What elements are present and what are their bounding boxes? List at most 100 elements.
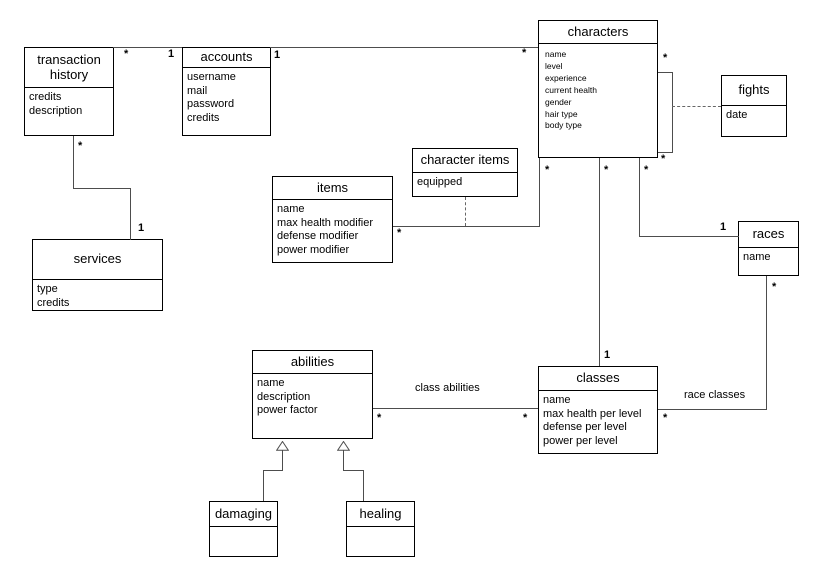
connector-segment-3: [73, 188, 131, 189]
dashed-connector-0: [465, 197, 466, 226]
attribute-abilities-2: power factor: [257, 404, 318, 416]
multiplicity-label-12: *: [663, 52, 668, 64]
connector-segment-17: [263, 470, 283, 471]
attribute-transaction-history-0: credits: [29, 91, 62, 103]
multiplicity-label-16: *: [377, 412, 382, 424]
connector-segment-10: [658, 72, 673, 73]
attribute-characters-0: name: [545, 49, 567, 59]
entity-title-transaction-history: transaction history: [25, 48, 113, 88]
entity-attributes-fights: date: [722, 106, 786, 123]
multiplicity-label-8: *: [604, 164, 609, 176]
attribute-accounts-0: username: [187, 71, 236, 83]
entity-healing[interactable]: healing: [346, 501, 415, 557]
multiplicity-label-5: 1: [138, 222, 145, 234]
entity-attributes-character-items: equipped: [413, 173, 517, 190]
multiplicity-label-7: *: [397, 227, 402, 239]
entity-title-characters: characters: [539, 21, 657, 44]
connector-segment-18: [263, 470, 264, 501]
entity-title-fights: fights: [722, 76, 786, 106]
multiplicity-label-10: *: [644, 164, 649, 176]
connector-segment-1: [270, 47, 538, 48]
entity-title-damaging: damaging: [210, 502, 277, 527]
attribute-items-0: name: [277, 203, 305, 215]
multiplicity-label-17: *: [523, 412, 528, 424]
multiplicity-label-2: 1: [274, 49, 281, 61]
connector-segment-13: [766, 276, 767, 410]
attribute-items-2: defense modifier: [277, 230, 359, 242]
entity-title-abilities: abilities: [253, 351, 372, 374]
attribute-accounts-1: mail: [187, 84, 208, 97]
attribute-transaction-history-1: description: [29, 104, 83, 117]
connector-segment-2: [73, 136, 74, 189]
entity-title-classes: classes: [539, 367, 657, 391]
connector-segment-14: [658, 409, 767, 410]
multiplicity-label-13: *: [661, 153, 666, 165]
attribute-characters-6: body type: [545, 120, 582, 131]
entity-title-character-items: character items: [413, 149, 517, 173]
attribute-accounts-3: credits: [187, 111, 220, 124]
entity-title-services: services: [33, 240, 162, 280]
multiplicity-label-6: *: [545, 164, 550, 176]
connector-segment-11: [672, 72, 673, 153]
multiplicity-label-3: *: [522, 47, 527, 59]
multiplicity-label-1: 1: [168, 48, 175, 60]
entity-attributes-healing: [347, 527, 414, 530]
entity-attributes-races: name: [739, 248, 798, 265]
attribute-services-1: credits: [37, 296, 70, 309]
connector-segment-15: [373, 408, 538, 409]
connector-segment-4: [130, 188, 131, 240]
attribute-characters-1: level: [545, 60, 563, 71]
connector-segment-21: [363, 470, 364, 501]
multiplicity-label-0: *: [124, 48, 129, 60]
attribute-accounts-2: password: [187, 98, 235, 110]
attribute-classes-0: name: [543, 394, 571, 406]
entity-damaging[interactable]: damaging: [209, 501, 278, 557]
attribute-fights-0: date: [726, 109, 748, 121]
entity-races[interactable]: races name: [738, 221, 799, 276]
attribute-classes-2: defense per level: [543, 421, 627, 433]
attribute-abilities-0: name: [257, 377, 285, 389]
attribute-items-1: max health modifier: [277, 216, 373, 229]
connector-segment-12: [658, 152, 673, 153]
dashed-connector-1: [672, 106, 721, 107]
connector-segment-5: [539, 158, 540, 227]
attribute-characters-4: gender: [545, 96, 572, 107]
entity-title-healing: healing: [347, 502, 414, 527]
entity-title-items: items: [273, 177, 392, 200]
connector-segment-9: [639, 236, 739, 237]
entity-character-items[interactable]: character items equipped: [412, 148, 518, 197]
attribute-characters-5: hair type: [545, 108, 578, 119]
attribute-characters-3: current health: [545, 84, 597, 95]
attribute-classes-1: max health per level: [543, 407, 642, 420]
multiplicity-label-9: 1: [604, 349, 611, 361]
entity-title-races: races: [739, 222, 798, 248]
attribute-characters-2: experience: [545, 72, 587, 83]
attribute-character-items-0: equipped: [417, 176, 463, 188]
attribute-classes-3: power per level: [543, 434, 618, 447]
attribute-races-0: name: [743, 251, 771, 263]
connector-segment-0: [113, 47, 182, 48]
connector-segment-19: [343, 447, 344, 471]
multiplicity-label-11: 1: [720, 221, 727, 233]
association-label-1: race classes: [684, 389, 746, 401]
attribute-items-3: power modifier: [277, 243, 350, 256]
connector-segment-7: [599, 158, 600, 366]
attribute-services-0: type: [37, 283, 58, 295]
entity-fights[interactable]: fights date: [721, 75, 787, 137]
attribute-abilities-1: description: [257, 390, 311, 403]
